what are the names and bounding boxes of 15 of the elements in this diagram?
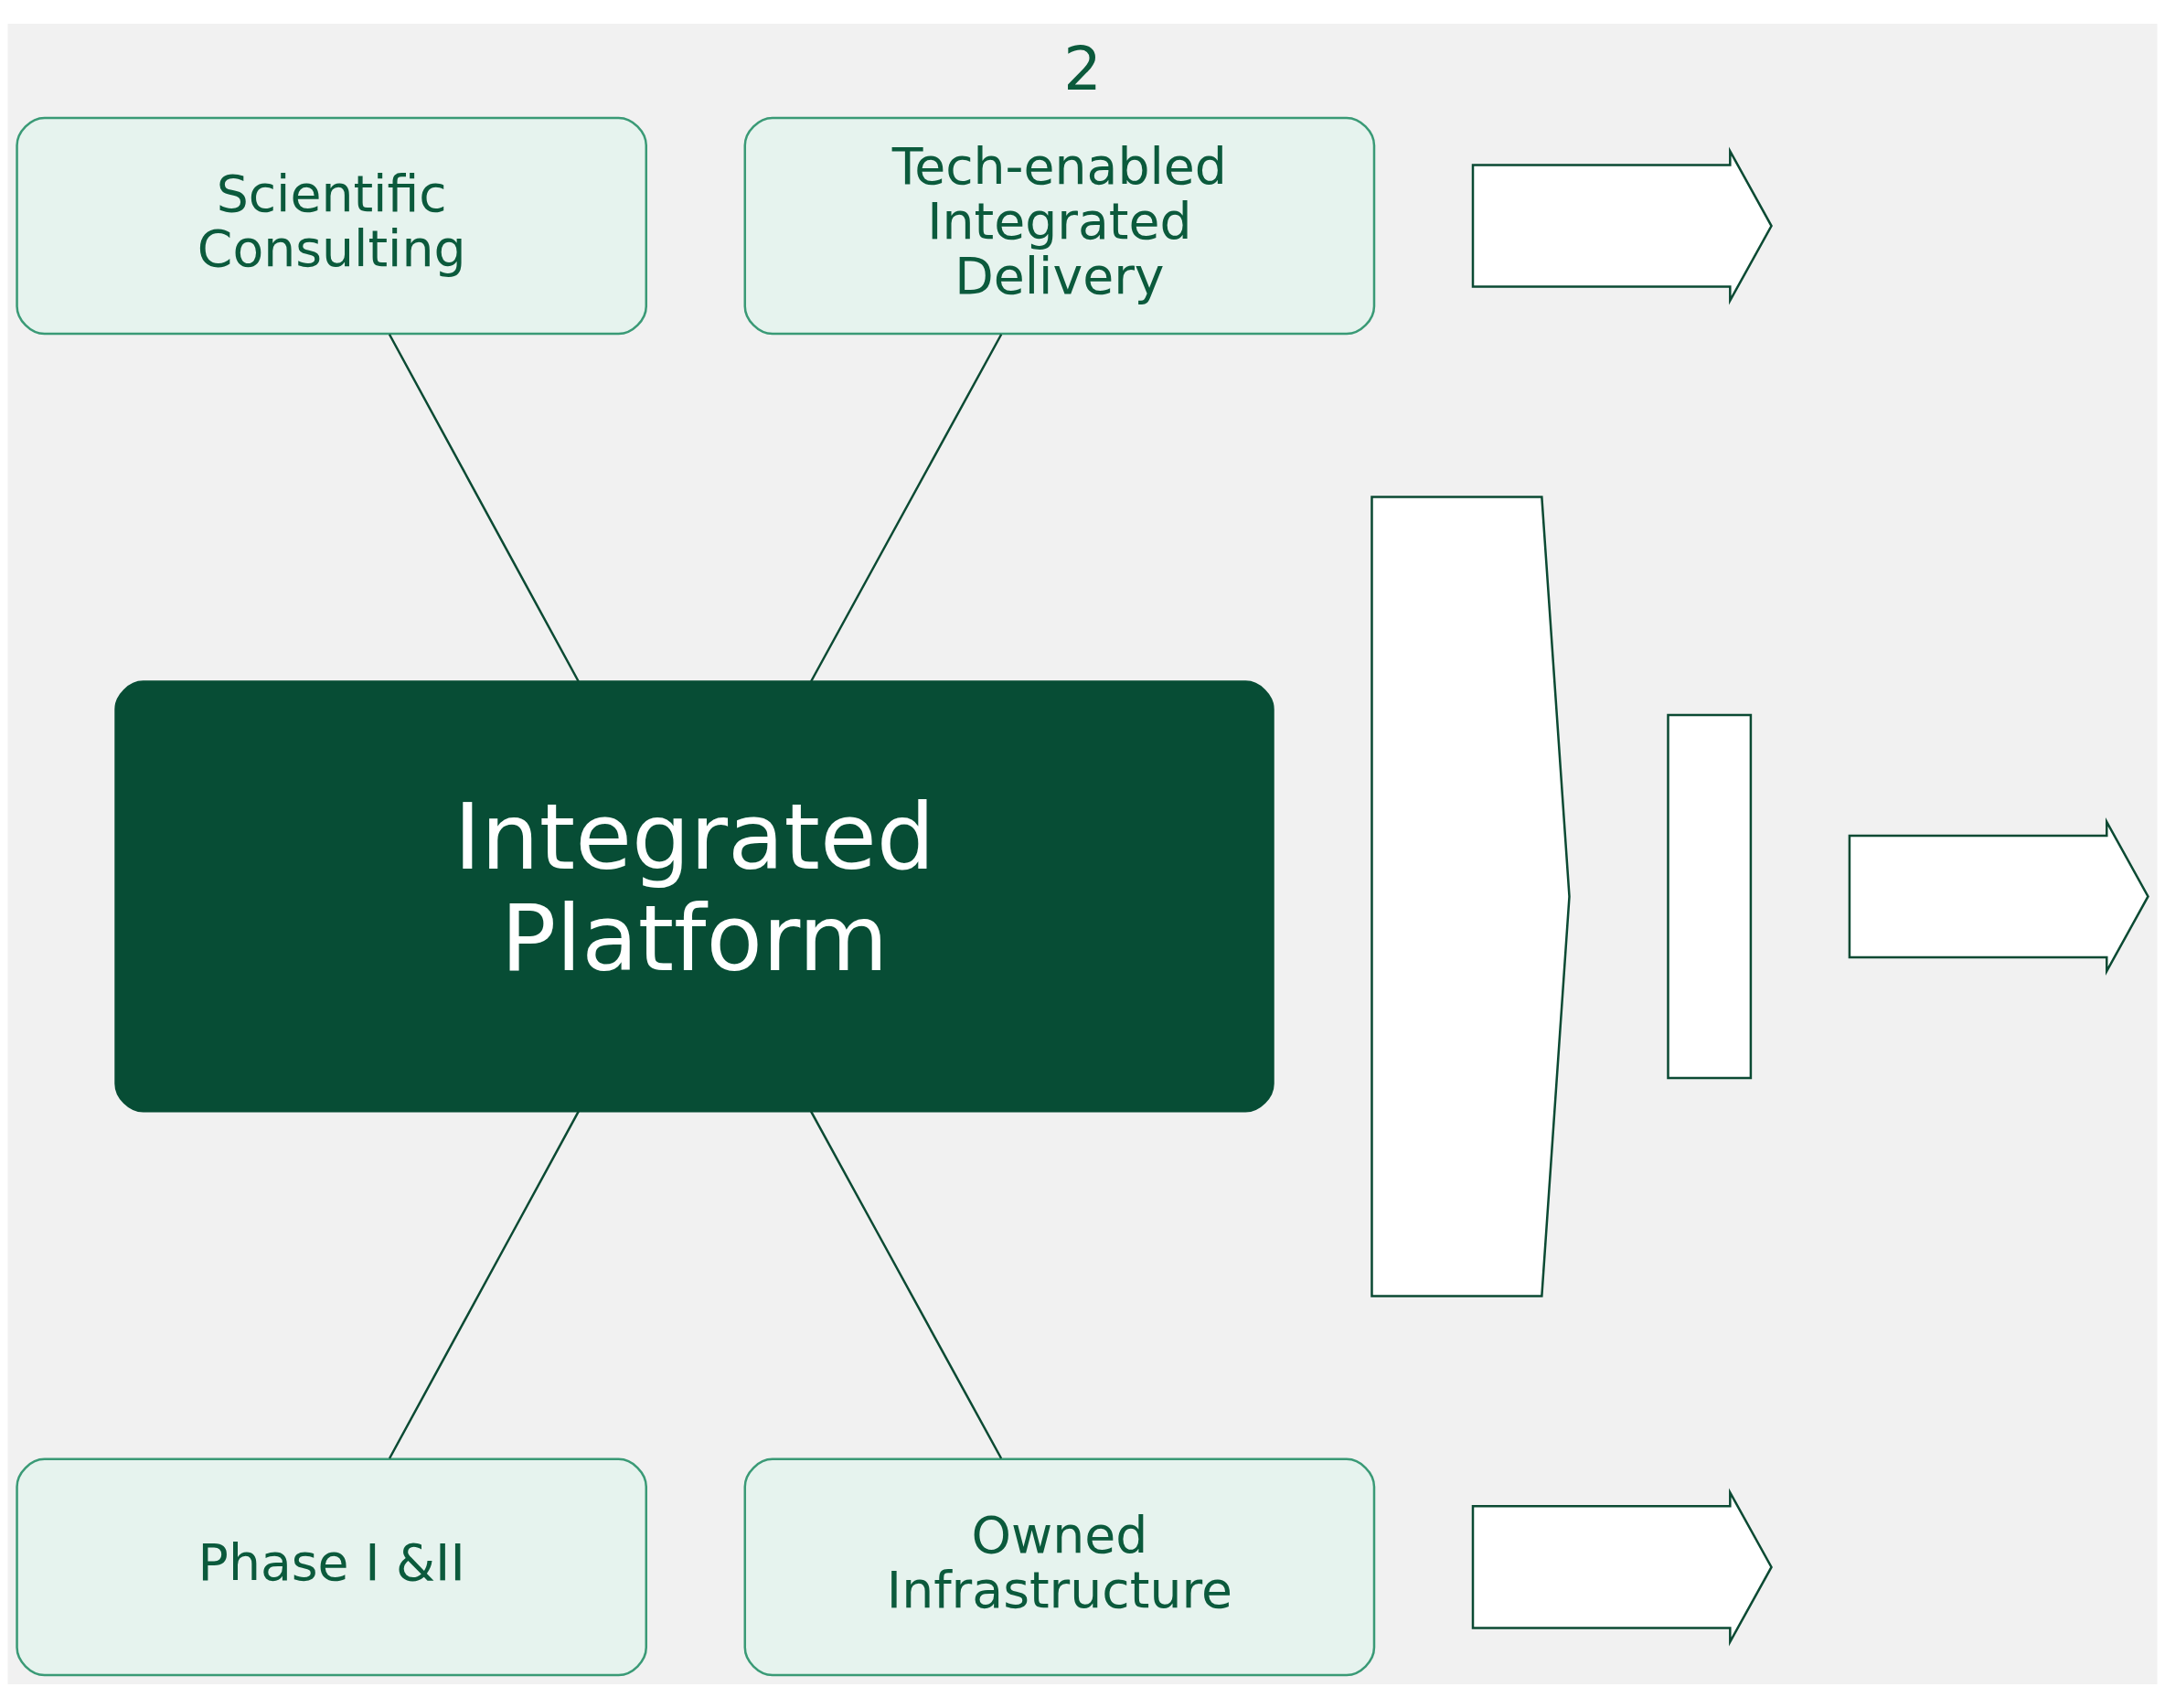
connector — [388, 334, 580, 682]
connector — [810, 334, 1003, 682]
node-box — [1667, 713, 1753, 1080]
node-box: Owned Infrastructure — [743, 1457, 1376, 1677]
connector — [809, 1110, 1003, 1459]
node-box: Scientific Consulting — [16, 116, 648, 336]
node-box: Tech-enabled Integrated Delivery — [743, 116, 1376, 336]
node-arrow — [1471, 146, 1773, 305]
node-arrow — [1471, 1488, 1773, 1647]
node-arrow — [1848, 817, 2149, 976]
node-chevron — [1370, 496, 1571, 1297]
node-box: Phase I &II — [16, 1457, 648, 1677]
diagram-title: 2 — [1063, 34, 1102, 104]
connector — [388, 1110, 580, 1459]
node-box: Integrated Platform — [114, 680, 1274, 1113]
